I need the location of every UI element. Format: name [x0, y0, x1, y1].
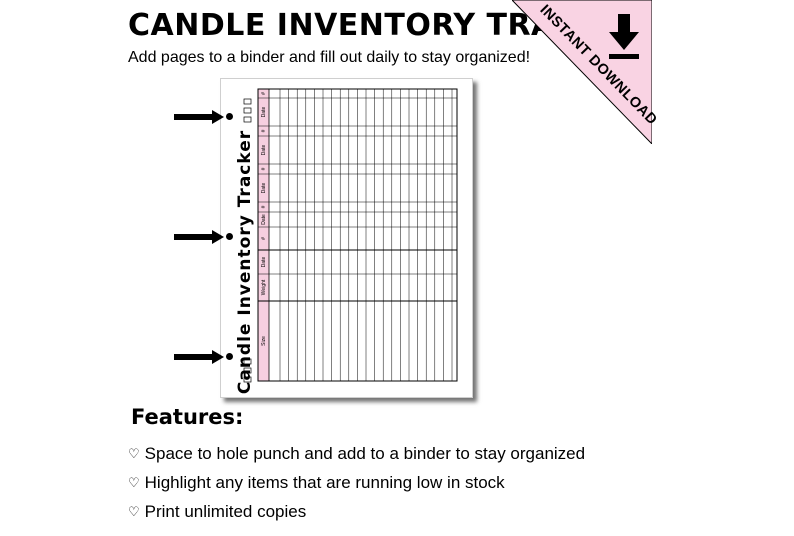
candle-icon [243, 376, 252, 383]
download-icon [609, 14, 639, 59]
column-header-strip [258, 89, 269, 381]
candle-icon [243, 98, 252, 105]
hole-punch-mark [226, 233, 233, 240]
candle-icon [243, 367, 252, 374]
column-header-label: Weight [261, 279, 267, 295]
feature-item: ♡Highlight any items that are running lo… [128, 473, 505, 492]
arrow-icon [174, 230, 224, 244]
page-subtitle: Add pages to a binder and fill out daily… [128, 49, 531, 66]
column-header-label: # [261, 92, 267, 95]
column-header-label: Date [261, 107, 267, 118]
features-heading: Features: [131, 405, 244, 429]
candle-icon [243, 358, 252, 365]
heart-outline-icon: ♡ [128, 475, 140, 490]
column-header-label: Date [261, 214, 267, 225]
column-header-label: Size [261, 336, 267, 346]
heart-outline-icon: ♡ [128, 504, 140, 519]
candle-icon [243, 107, 252, 114]
column-header-label: # [261, 129, 267, 132]
column-header-label: # [261, 237, 267, 240]
column-header-label: # [261, 205, 267, 208]
candle-icon [243, 116, 252, 123]
column-header-label: # [261, 167, 267, 170]
sheet-title: Candle Inventory Tracker [235, 130, 255, 394]
hole-punch-mark [226, 353, 233, 360]
feature-item: ♡Space to hole punch and add to a binder… [128, 444, 586, 463]
arrow-icon [174, 350, 224, 364]
column-header-label: Date [261, 183, 267, 194]
feature-item: ♡Print unlimited copies [128, 502, 307, 521]
hole-punch-mark [226, 113, 233, 120]
column-header-label: Date [261, 145, 267, 156]
heart-outline-icon: ♡ [128, 446, 140, 461]
column-header-label: Date [261, 257, 267, 268]
arrow-icon [174, 110, 224, 124]
